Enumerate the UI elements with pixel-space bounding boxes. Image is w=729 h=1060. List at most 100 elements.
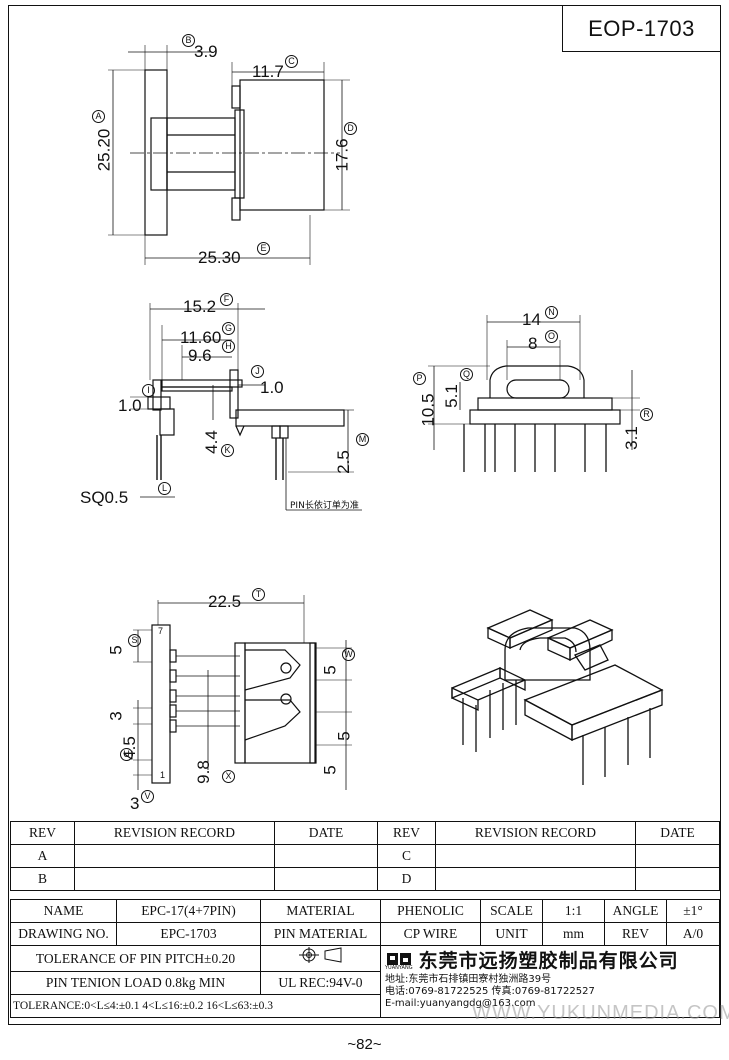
view-isometric <box>451 609 664 785</box>
tag-w: W <box>342 648 355 661</box>
tag-h: H <box>222 340 235 353</box>
tag-j: J <box>251 365 264 378</box>
tag-a: A <box>92 110 105 123</box>
page-number: ~82~ <box>347 1036 382 1053</box>
record-cell-2 <box>435 844 636 868</box>
dim-h: 9.6 <box>188 346 212 365</box>
tag-i: I <box>142 384 155 397</box>
rev-cell-2: D <box>377 867 436 891</box>
tag-s: S <box>128 634 141 647</box>
dimension-layer: 25.20 A 3.9 B 11.7 C 17.6 D 25.30 E 15.2… <box>80 34 653 813</box>
dim-v: 3 <box>130 794 140 813</box>
rev-cell-2: C <box>377 844 436 868</box>
tag-v: V <box>141 790 154 803</box>
dim-w: 5 <box>320 665 340 675</box>
pin-tension: PIN TENION LOAD 0.8kg MIN <box>10 971 261 995</box>
scale-label: SCALE <box>480 899 543 923</box>
rev-cell: B <box>10 867 75 891</box>
title-row-3: TOLERANCE OF PIN PITCH±0.20 YUANYANG <box>10 945 720 1018</box>
company-name: 东莞市远扬塑胶制品有限公司 <box>418 950 679 972</box>
dim-5c: 5 <box>320 765 340 775</box>
tag-r: R <box>640 408 653 421</box>
pin-number-first: 7 <box>158 626 164 636</box>
pin-material-label: PIN MATERIAL <box>260 922 381 946</box>
dim-i: 1.0 <box>118 396 142 415</box>
company-logo: YUANYANG <box>385 952 413 971</box>
view-side <box>130 303 362 511</box>
company-phone: 电话:0769-81722525 传真:0769-81722527 <box>385 986 595 997</box>
dim-n: 14 <box>522 310 541 329</box>
revision-record-header-2: REVISION RECORD <box>435 821 636 845</box>
date-cell <box>274 867 378 891</box>
rev-label: REV <box>604 922 667 946</box>
company-address: 地址:东莞市石排镇田寮村独洲路39号 <box>385 974 552 985</box>
drawing-sheet: EOP-1703 <box>8 5 721 1025</box>
record-cell-2 <box>435 867 636 891</box>
drawing-no-value: EPC-1703 <box>116 922 261 946</box>
tag-e: E <box>257 242 270 255</box>
dim-k: 4.4 <box>201 430 221 454</box>
title-block: NAME EPC-17(4+7PIN) MATERIAL PHENOLIC SC… <box>10 899 720 1018</box>
dim-p: 10.5 <box>418 393 438 427</box>
tag-f: F <box>220 293 233 306</box>
tag-u: U <box>120 748 133 761</box>
projection-icon <box>298 947 341 963</box>
title-row-4: PIN TENION LOAD 0.8kg MIN UL REC:94V-0 <box>10 971 720 995</box>
name-label: NAME <box>10 899 117 923</box>
logo-text: YUANYANG <box>385 964 413 971</box>
date-header: DATE <box>274 821 378 845</box>
pin-length-note: PIN长依订单为准 <box>290 501 359 511</box>
scale-value: 1:1 <box>542 899 605 923</box>
date-cell-2 <box>635 867 720 891</box>
rev-value: A/0 <box>666 922 720 946</box>
tag-b: B <box>182 34 195 47</box>
dim-e: 25.30 <box>198 248 241 267</box>
record-cell <box>74 867 275 891</box>
tag-l: L <box>158 482 171 495</box>
dim-m: 2.5 <box>333 450 353 474</box>
company-email: E-mail:yuanyangdg@163.com <box>385 998 536 1009</box>
revision-record-header: REVISION RECORD <box>74 821 275 845</box>
date-cell-2 <box>635 844 720 868</box>
dim-x: 9.8 <box>193 760 213 784</box>
tag-g: G <box>222 322 235 335</box>
dim-l: SQ0.5 <box>80 488 129 507</box>
dim-t: 22.5 <box>208 592 242 611</box>
tag-o: O <box>545 330 558 343</box>
revision-row: B D <box>10 867 720 891</box>
view-front <box>108 45 350 265</box>
drawing-code: EOP-1703 <box>562 6 720 52</box>
dim-j: 1.0 <box>260 378 284 397</box>
unit-label: UNIT <box>480 922 543 946</box>
dim-3a: 3 <box>106 711 126 721</box>
dim-c: 11.7 <box>252 62 284 81</box>
view-end <box>428 315 640 472</box>
dim-d: 17.6 <box>332 138 352 172</box>
rev-header-2: REV <box>377 821 436 845</box>
unit-value: mm <box>542 922 605 946</box>
tag-p: P <box>413 372 426 385</box>
record-cell <box>74 844 275 868</box>
dim-b: 3.9 <box>194 42 218 61</box>
company-block: YUANYANG 东莞市远扬塑胶制品有限公司 地址:东莞市石排镇田寮村独洲路39… <box>380 945 720 1018</box>
tag-d: D <box>344 122 357 135</box>
tag-c: C <box>285 55 298 68</box>
dim-g: 11.60 <box>180 328 222 347</box>
title-row-1: NAME EPC-17(4+7PIN) MATERIAL PHENOLIC SC… <box>10 899 720 923</box>
projection-symbol <box>260 945 381 972</box>
dim-r: 3.1 <box>621 426 641 450</box>
dim-a: 25.20 <box>94 128 114 172</box>
pin-number-last: 1 <box>160 770 166 780</box>
rev-header: REV <box>10 821 75 845</box>
dim-f: 15.2 <box>183 297 217 316</box>
dim-5b: 5 <box>334 731 354 741</box>
watermark: WWW.YUKUNMEDIA.COM <box>472 1002 729 1024</box>
tag-m: M <box>356 433 369 446</box>
dim-s: 5 <box>106 645 126 655</box>
tag-k: K <box>221 444 234 457</box>
tolerance-pin-pitch: TOLERANCE OF PIN PITCH±0.20 <box>10 945 261 972</box>
tag-t: T <box>252 588 265 601</box>
pin-material-value: CP WIRE <box>380 922 481 946</box>
revision-header-row: REV REVISION RECORD DATE REV REVISION RE… <box>10 821 720 845</box>
date-cell <box>274 844 378 868</box>
